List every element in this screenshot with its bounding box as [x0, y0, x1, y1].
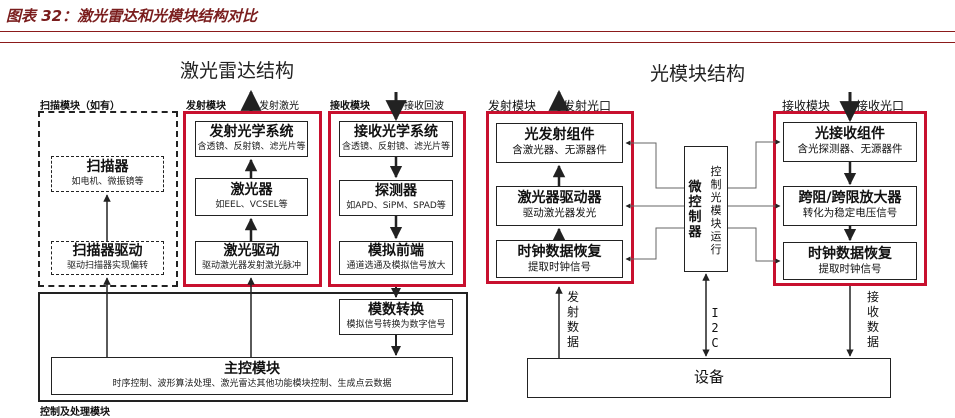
detector-title: 探测器	[375, 183, 417, 199]
emit-port-label: 发射光口	[563, 99, 612, 113]
rx-cdr-title: 时钟数据恢复	[808, 246, 892, 262]
lidar-heading: 激光雷达结构	[180, 60, 295, 82]
laser-driver-box: 激光驱动 驱动激光器发射激光脉冲	[195, 241, 308, 275]
mcu-line-tx-cdr	[625, 227, 684, 262]
mcu-line-rx-assembly	[728, 139, 781, 189]
mcu-note: 控制光模块运行	[710, 165, 722, 256]
recv-group-label: 接收模块	[330, 101, 370, 112]
tx-data-label: 发射数据	[566, 290, 579, 349]
rx-data-label: 接收数据	[866, 290, 879, 349]
rx-assembly-box: 光接收组件 含光探测器、无源器件	[783, 122, 917, 162]
tia-box: 跨阻/跨限放大器 转化为稳定电压信号	[783, 186, 917, 226]
scanner-driver-sub: 驱动扫描器实现偏转	[66, 261, 148, 271]
recv-optics-title: 接收光学系统	[354, 124, 438, 140]
emit-module-frame	[183, 111, 322, 287]
rx-cdr-sub: 提取时钟信号	[818, 263, 882, 275]
recv-arrow-label: 接收回波	[404, 101, 444, 112]
rx-assembly-sub: 含光探测器、无源器件	[797, 143, 903, 155]
optical-emit-frame	[486, 111, 634, 284]
tx-cdr-box: 时钟数据恢复 提取时钟信号	[496, 240, 623, 278]
main-ctrl-sub: 时序控制、波形算法处理、激光雷达其他功能模块控制、生成点云数据	[112, 379, 392, 389]
tx-laser-driver-sub: 驱动激光器发光	[522, 207, 597, 219]
tx-assembly-box: 光发射组件 含激光器、无源器件	[496, 123, 623, 163]
adc-box: 模数转换 模拟信号转换为数字信号	[339, 299, 453, 335]
tx-cdr-title: 时钟数据恢复	[517, 244, 602, 260]
emit-arrow-label: 发射激光	[259, 101, 299, 112]
laser-driver-title: 激光驱动	[223, 243, 280, 259]
emit-optics-sub: 含透镜、反射镜、滤光片等	[197, 142, 306, 152]
device-box: 设备	[527, 358, 891, 398]
i2c-label: I2C	[711, 306, 719, 350]
analog-frontend-box: 模拟前端 通道选通及模拟信号放大	[339, 241, 453, 275]
rx-cdr-box: 时钟数据恢复 提取时钟信号	[783, 242, 917, 280]
recv-optics-sub: 含透镜、反射镜、滤光片等	[341, 142, 450, 152]
recv-port-label: 接收光口	[856, 99, 905, 113]
adc-title: 模数转换	[368, 302, 424, 318]
analog-frontend-sub: 通道选通及模拟信号放大	[346, 261, 446, 271]
tx-assembly-sub: 含激光器、无源器件	[512, 144, 607, 156]
scanner-sub: 如电机、微振镜等	[71, 177, 144, 187]
laser-box: 激光器 如EEL、VCSEL等	[195, 178, 308, 216]
device-title: 设备	[693, 368, 724, 386]
emit-group-label: 发射模块	[186, 101, 226, 112]
title-rule-top	[0, 31, 955, 32]
rx-assembly-title: 光接收组件	[815, 126, 885, 142]
emit-optics-box: 发射光学系统 含透镜、反射镜、滤光片等	[195, 121, 308, 157]
mcu-box: 微控制器 控制光模块运行	[684, 146, 728, 272]
scanner-box: 扫描器 如电机、微振镜等	[51, 156, 164, 192]
mcu-title: 微控制器	[688, 180, 702, 240]
tx-cdr-sub: 提取时钟信号	[528, 261, 591, 273]
tx-laser-driver-box: 激光器驱动器 驱动激光器发光	[496, 186, 623, 226]
ctrl-group-label: 控制及处理模块	[40, 407, 110, 418]
optical-heading: 光模块结构	[650, 63, 746, 85]
scan-group-label: 扫描模块（如有）	[40, 101, 120, 112]
laser-driver-sub: 驱动激光器发射激光脉冲	[201, 261, 301, 271]
mcu-line-tx-assembly	[625, 140, 684, 189]
analog-frontend-title: 模拟前端	[368, 243, 424, 259]
scanner-driver-box: 扫描器驱动 驱动扫描器实现偏转	[51, 241, 164, 275]
tx-assembly-title: 光发射组件	[524, 127, 595, 143]
recv-optics-box: 接收光学系统 含透镜、反射镜、滤光片等	[339, 121, 453, 157]
main-ctrl-box: 主控模块 时序控制、波形算法处理、激光雷达其他功能模块控制、生成点云数据	[51, 357, 453, 395]
optical-emit-group-label: 发射模块	[488, 99, 537, 113]
scanner-title: 扫描器	[86, 159, 129, 175]
laser-title: 激光器	[230, 182, 273, 198]
detector-box: 探测器 如APD、SiPM、SPAD等	[339, 180, 453, 216]
optical-recv-group-label: 接收模块	[782, 99, 831, 113]
figure-title: 图表 32：激光雷达和光模块结构对比	[6, 7, 258, 25]
detector-sub: 如APD、SiPM、SPAD等	[346, 201, 446, 211]
tia-title: 跨阻/跨限放大器	[798, 190, 902, 206]
mcu-line-rx-cdr	[728, 227, 781, 264]
title-rule-bottom	[0, 42, 955, 43]
scanner-driver-title: 扫描器驱动	[72, 243, 143, 259]
tia-sub: 转化为稳定电压信号	[802, 207, 898, 219]
laser-sub: 如EEL、VCSEL等	[215, 200, 288, 210]
main-ctrl-title: 主控模块	[224, 361, 280, 377]
adc-sub: 模拟信号转换为数字信号	[346, 320, 446, 330]
emit-optics-title: 发射光学系统	[209, 124, 294, 140]
tx-laser-driver-title: 激光器驱动器	[517, 190, 602, 206]
